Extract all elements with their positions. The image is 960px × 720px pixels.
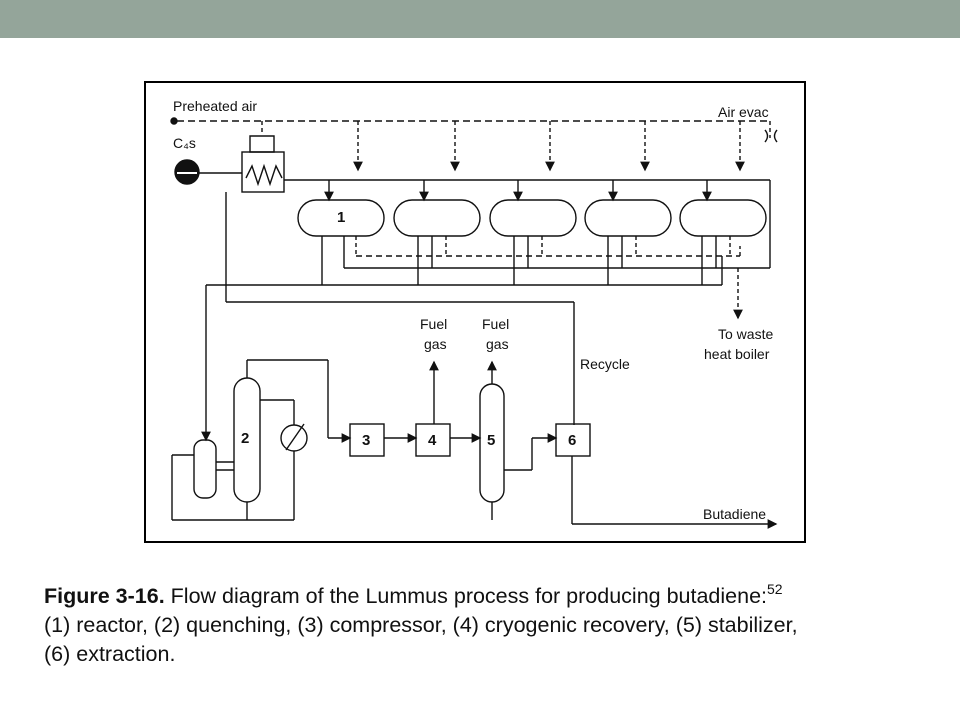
- caption-line-2: (1) reactor, (2) quenching, (3) compress…: [44, 613, 798, 637]
- caption-line-3: (6) extraction.: [44, 642, 176, 666]
- reactor-drum-3: [489, 199, 577, 237]
- top-bar: [0, 0, 960, 38]
- unit-number-stabilizer: 5: [487, 432, 495, 449]
- caption-title: Flow diagram of the Lummus process for p…: [164, 584, 768, 608]
- label-c4s: C₄s: [173, 135, 196, 151]
- reactor-drum-5: [679, 199, 767, 237]
- cryogenic-box: [415, 423, 451, 457]
- label-air-evac: Air evac: [718, 104, 769, 120]
- label-recycle: Recycle: [580, 356, 630, 372]
- reactor-drum-2: [393, 199, 481, 237]
- air-inlet-dot: [170, 117, 178, 125]
- unit-number-reactor: 1: [337, 209, 345, 226]
- label-fuel-gas-2b: gas: [486, 336, 509, 352]
- reactor-drum-4: [584, 199, 672, 237]
- label-fuel-gas-1a: Fuel: [420, 316, 447, 332]
- extraction-box: [555, 423, 591, 457]
- label-preheated-air: Preheated air: [173, 98, 257, 114]
- unit-number-quench: 2: [241, 430, 249, 447]
- caption-figure-label: Figure 3-16.: [44, 584, 165, 608]
- unit-number-cryogenic: 4: [428, 432, 437, 449]
- figure-caption: Figure 3-16. Flow diagram of the Lummus …: [44, 582, 924, 669]
- unit-number-compressor: 3: [362, 432, 370, 449]
- flow-diagram: Preheated air Air evac C₄s Fuel gas Fuel…: [170, 98, 778, 529]
- label-fuel-gas-1b: gas: [424, 336, 447, 352]
- quench-drum: [193, 439, 217, 499]
- flow-diagram-frame: [144, 81, 806, 543]
- label-fuel-gas-2a: Fuel: [482, 316, 509, 332]
- label-to-waste-a: To waste: [718, 326, 773, 342]
- caption-ref: 52: [767, 581, 783, 597]
- label-to-waste-b: heat boiler: [704, 346, 770, 362]
- label-butadiene: Butadiene: [703, 506, 766, 522]
- unit-number-extraction: 6: [568, 432, 576, 449]
- compressor-box: [349, 423, 385, 457]
- reactor-drum-1: [297, 199, 385, 237]
